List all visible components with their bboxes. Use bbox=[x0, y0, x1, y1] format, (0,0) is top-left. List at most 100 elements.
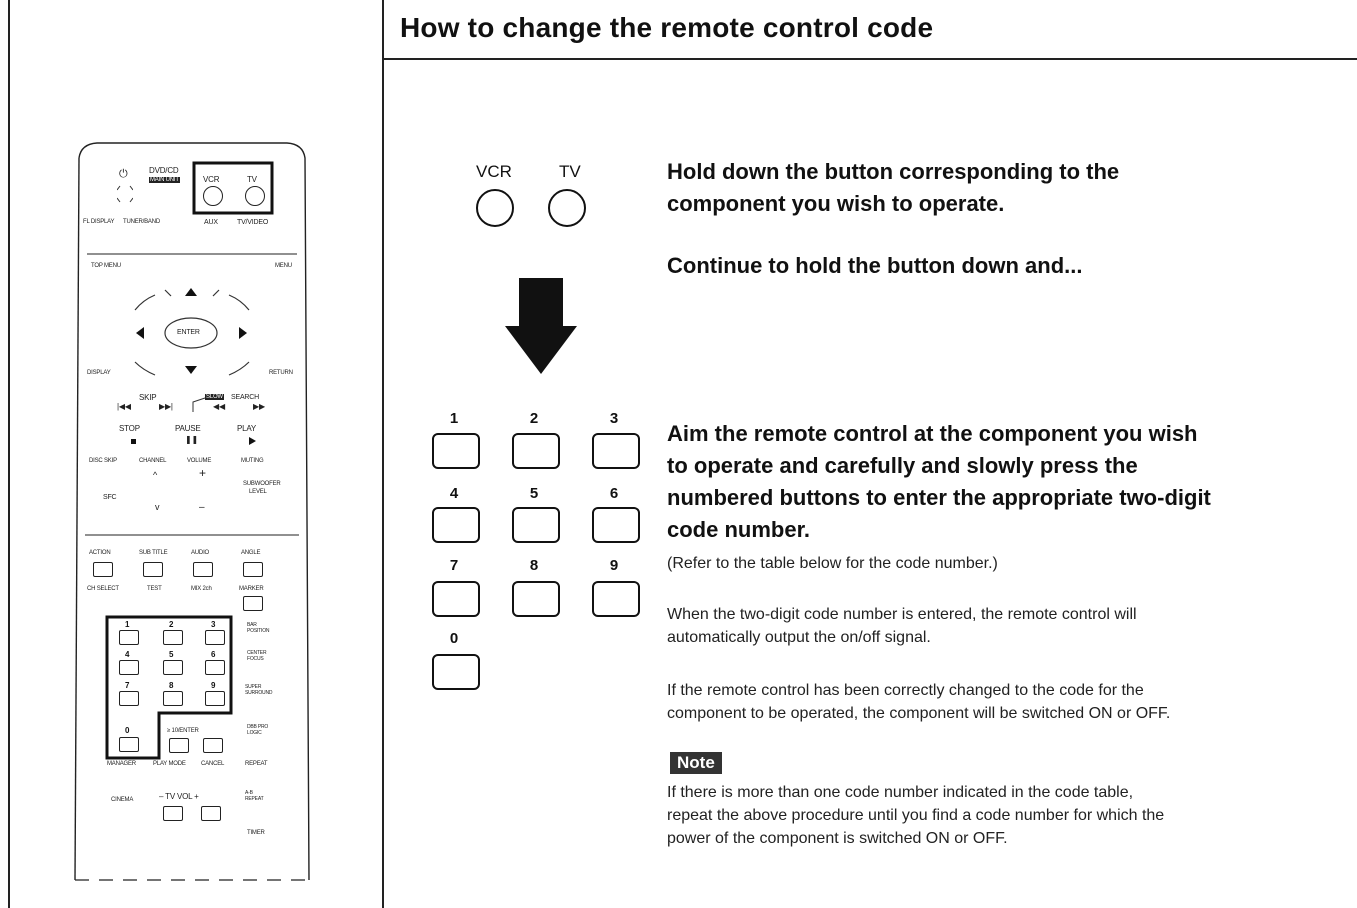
remote-key-4[interactable] bbox=[119, 660, 139, 675]
remote-key-5-label: 5 bbox=[169, 650, 174, 659]
remote-enter10-button[interactable] bbox=[169, 738, 189, 753]
tv-button[interactable] bbox=[548, 189, 586, 227]
pause-icon[interactable]: ❚❚ bbox=[185, 435, 199, 444]
remote-tv-video-label: TV/VIDEO bbox=[237, 219, 269, 226]
key-8[interactable] bbox=[512, 581, 560, 617]
para2-line2: component to be operated, the component … bbox=[667, 705, 1171, 722]
remote-subwoofer-label: SUBWOOFER bbox=[243, 481, 281, 487]
search-back-icon[interactable]: ◀◀ bbox=[213, 402, 225, 411]
remote-action-button[interactable] bbox=[93, 562, 113, 577]
remote-manager-label: MANAGER bbox=[107, 761, 136, 767]
remote-ch-select-label: CH SELECT bbox=[87, 586, 119, 592]
key-5[interactable] bbox=[512, 507, 560, 543]
remote-key-2[interactable] bbox=[163, 630, 183, 645]
skip-back-icon[interactable]: |◀◀ bbox=[117, 402, 131, 411]
remote-tv-vol-up-button[interactable] bbox=[201, 806, 221, 821]
search-forward-icon[interactable]: ▶▶ bbox=[253, 402, 265, 411]
remote-tv-button[interactable] bbox=[245, 186, 265, 206]
remote-side-btn-3[interactable]: SUPER SURROUND bbox=[245, 684, 273, 696]
remote-aux-label: AUX bbox=[204, 219, 218, 226]
remote-search-label: SEARCH bbox=[231, 394, 259, 401]
remote-key-0[interactable] bbox=[119, 737, 139, 752]
remote-side-btn-1[interactable]: BAR POSITION bbox=[247, 622, 270, 634]
key-2[interactable] bbox=[512, 433, 560, 469]
vcr-label: VCR bbox=[476, 162, 512, 181]
key-4[interactable] bbox=[432, 507, 480, 543]
remote-extra-button[interactable] bbox=[203, 738, 223, 753]
remote-volume-label: VOLUME bbox=[187, 458, 212, 464]
note-line3: power of the component is switched ON or… bbox=[667, 830, 1008, 847]
remote-slow-label: SLOW bbox=[205, 394, 224, 400]
key-8-label: 8 bbox=[529, 557, 539, 574]
left-arrow-icon[interactable] bbox=[136, 327, 144, 339]
key-0[interactable] bbox=[432, 654, 480, 690]
column-divider bbox=[382, 0, 384, 908]
remote-key-0-label: 0 bbox=[125, 726, 130, 735]
remote-enter10-label: ≥ 10/ENTER bbox=[167, 728, 199, 734]
remote-angle-button[interactable] bbox=[243, 562, 263, 577]
remote-vol-down[interactable]: – bbox=[199, 502, 205, 513]
remote-outline bbox=[74, 142, 310, 881]
remote-subtitle-button[interactable] bbox=[143, 562, 163, 577]
remote-key-6[interactable] bbox=[205, 660, 225, 675]
step3-line1: Aim the remote control at the component … bbox=[667, 421, 1198, 446]
remote-muting-label: MUTING bbox=[241, 458, 264, 464]
remote-key-9[interactable] bbox=[205, 691, 225, 706]
key-9[interactable] bbox=[592, 581, 640, 617]
down-arrow-icon[interactable] bbox=[185, 366, 197, 374]
skip-forward-icon[interactable]: ▶▶| bbox=[159, 402, 173, 411]
title-rule bbox=[384, 58, 1357, 60]
para1-line2: automatically output the on/off signal. bbox=[667, 629, 931, 646]
remote-key-1[interactable] bbox=[119, 630, 139, 645]
up-arrow-icon[interactable] bbox=[185, 288, 197, 296]
remote-vol-up[interactable]: + bbox=[199, 466, 206, 480]
remote-dvdcd-label: DVD/CD bbox=[149, 166, 179, 175]
remote-timer-label: TIMER bbox=[247, 830, 265, 836]
remote-main-unit-tag: MAIN UNIT bbox=[149, 177, 180, 183]
remote-pause-label: PAUSE bbox=[175, 424, 201, 433]
remote-marker-button[interactable] bbox=[243, 596, 263, 611]
tv-label: TV bbox=[559, 162, 581, 181]
remote-ch-down[interactable]: v bbox=[155, 502, 160, 512]
down-arrow-icon bbox=[505, 278, 577, 374]
remote-key-8[interactable] bbox=[163, 691, 183, 706]
remote-vcr-button[interactable] bbox=[203, 186, 223, 206]
remote-key-3[interactable] bbox=[205, 630, 225, 645]
remote-key-3-label: 3 bbox=[211, 620, 216, 629]
note-line1: If there is more than one code number in… bbox=[667, 784, 1134, 801]
remote-ch-up[interactable]: ^ bbox=[153, 470, 158, 480]
key-1[interactable] bbox=[432, 433, 480, 469]
key-6[interactable] bbox=[592, 507, 640, 543]
step3-line4: code number. bbox=[667, 517, 811, 542]
remote-side-btn-2[interactable]: CENTER FOCUS bbox=[247, 650, 267, 662]
remote-key-7[interactable] bbox=[119, 691, 139, 706]
remote-marker-label: MARKER bbox=[239, 586, 264, 592]
para1-line1: When the two-digit code number is entere… bbox=[667, 606, 1137, 623]
remote-vcr-label: VCR bbox=[203, 175, 220, 184]
remote-enter-label[interactable]: ENTER bbox=[177, 329, 200, 336]
remote-channel-label: CHANNEL bbox=[139, 458, 167, 464]
remote-key-5[interactable] bbox=[163, 660, 183, 675]
remote-key-2-label: 2 bbox=[169, 620, 174, 629]
remote-audio-button[interactable] bbox=[193, 562, 213, 577]
step3-line2: to operate and carefully and slowly pres… bbox=[667, 453, 1138, 478]
play-icon[interactable] bbox=[249, 437, 256, 445]
step3-line3: numbered buttons to enter the appropriat… bbox=[667, 485, 1211, 510]
stop-icon[interactable] bbox=[131, 439, 136, 444]
right-arrow-icon[interactable] bbox=[239, 327, 247, 339]
key-4-label: 4 bbox=[449, 485, 459, 502]
key-7[interactable] bbox=[432, 581, 480, 617]
key-3[interactable] bbox=[592, 433, 640, 469]
remote-stop-label: STOP bbox=[119, 424, 140, 433]
remote-return-label: RETURN bbox=[269, 370, 293, 376]
remote-side-btn-4[interactable]: DBB PRO LOGIC bbox=[247, 724, 269, 736]
vcr-button[interactable] bbox=[476, 189, 514, 227]
remote-tv-vol-down-button[interactable] bbox=[163, 806, 183, 821]
remote-sfc-label: SFC bbox=[103, 494, 117, 501]
remote-key-8-label: 8 bbox=[169, 681, 174, 690]
power-button-icon bbox=[117, 185, 133, 203]
key-6-label: 6 bbox=[609, 485, 619, 502]
remote-cancel-label: CANCEL bbox=[201, 761, 225, 767]
remote-play-mode-label: PLAY MODE bbox=[153, 761, 186, 767]
power-icon: ⏻ bbox=[119, 168, 128, 180]
